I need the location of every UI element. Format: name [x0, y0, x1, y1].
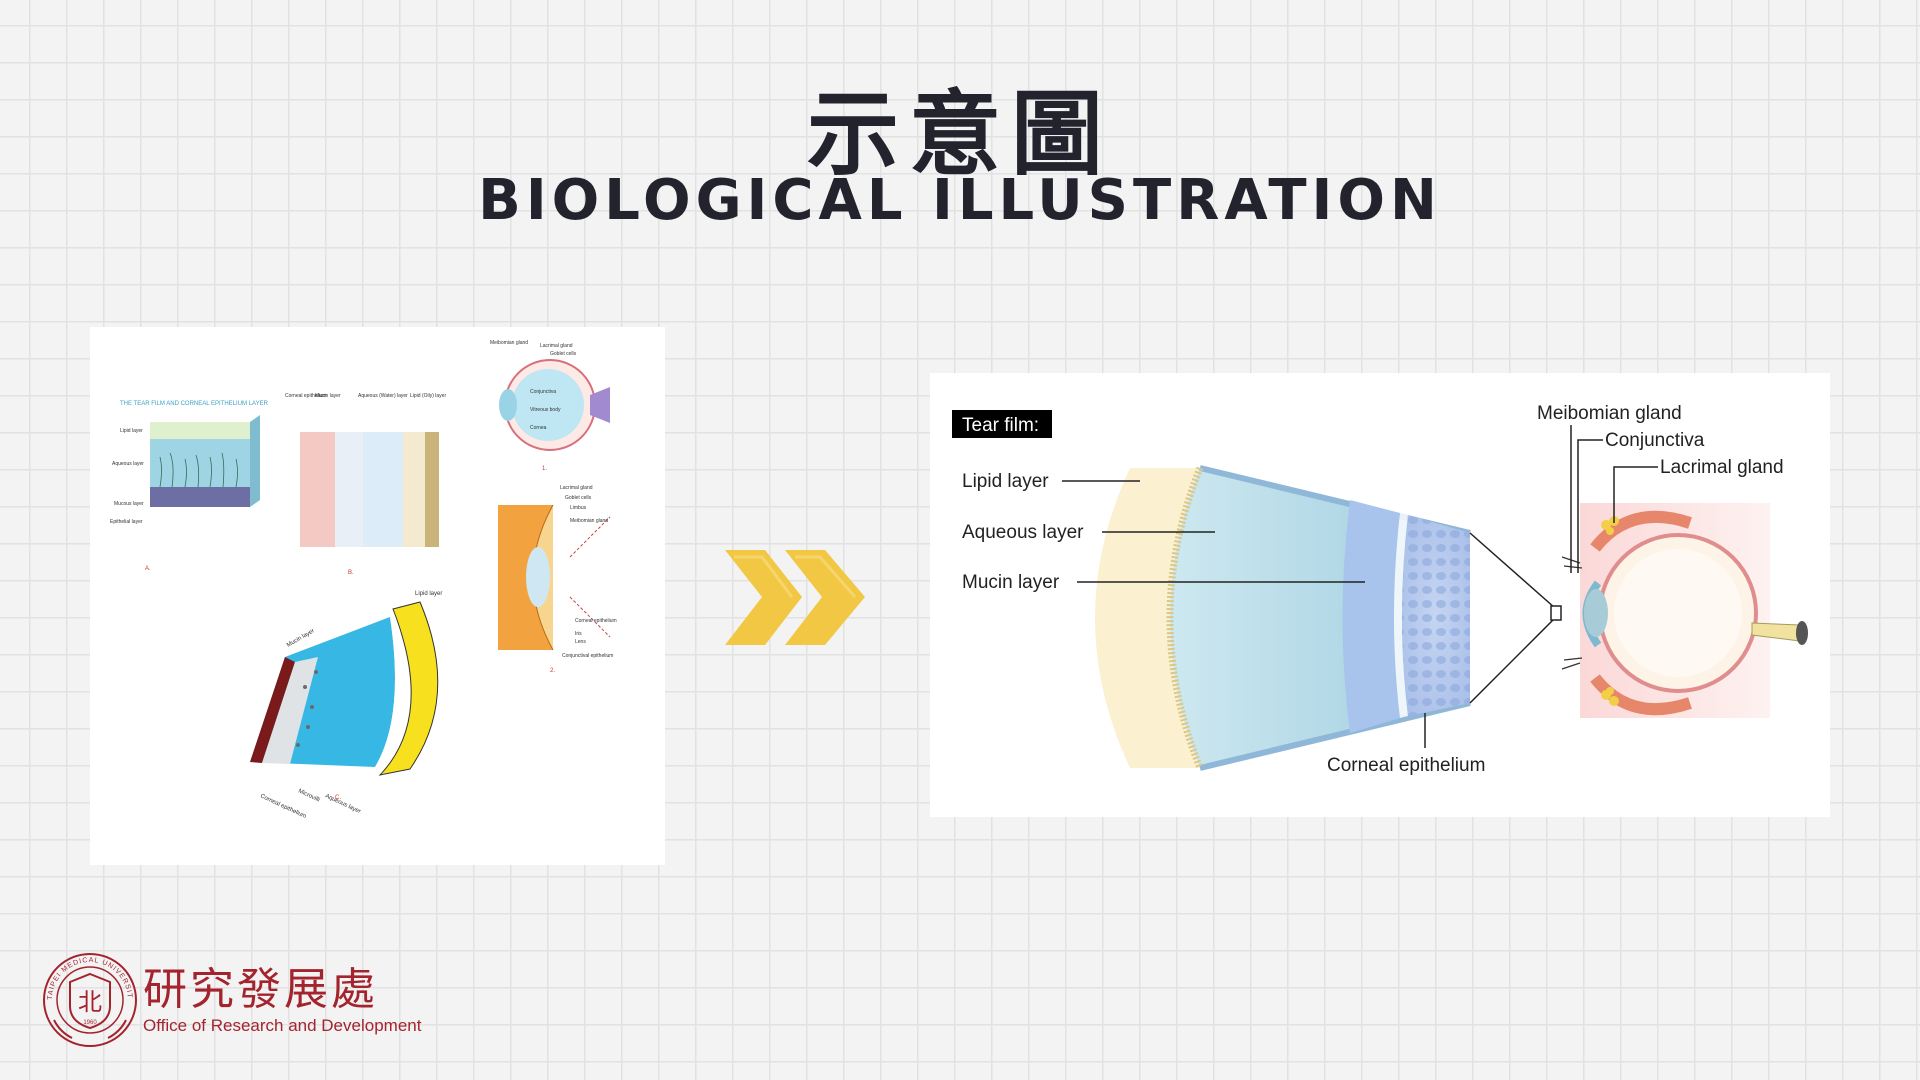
figure-1-label-6: Cornea: [530, 425, 547, 431]
figure-2-side-eye: Lacrimal gland Goblet cells Limbus Meibo…: [498, 485, 617, 674]
figure-b-label-3: Aqueous (Water) layer: [358, 393, 408, 399]
figure-c-wedge: Lipid layer Mucin layer Microvilli Aqueo…: [250, 591, 442, 820]
figure-a-label-3: Mucous layer: [114, 501, 144, 507]
logo-year: 1960: [83, 1020, 97, 1026]
tear-film-badge: [952, 410, 1052, 438]
university-seal-logo: 北 1960 TAIPEI MEDICAL UNIVERSITY: [40, 950, 137, 1047]
figure-b-layered-strip: Corneal epithelium Mucin layer Aqueous (…: [285, 393, 446, 576]
figure-a-label-1: Lipid layer: [120, 428, 143, 434]
page-title-english: BIOLOGICAL ILLUSTRATION: [478, 168, 1442, 233]
tear-film-diagram: Tear film: Lipid layer Aqueous layer Muc…: [952, 403, 1808, 776]
figure-c-label-1: Lipid layer: [415, 591, 442, 597]
page-title-chinese: 示意圖: [806, 81, 1113, 188]
svg-text:北: 北: [78, 989, 102, 1016]
label-conjunctiva: Conjunctiva: [1605, 430, 1705, 451]
figure-1-label-3: Goblet cells: [550, 351, 577, 357]
figure-1-eye-cross-section: Meibomian gland Lacrimal gland Goblet ce…: [490, 340, 610, 472]
figure-b-label-1: Corneal epithelium: [285, 393, 327, 399]
figure-1-label-4: Conjunctiva: [530, 389, 556, 395]
figure-1-label-1: Meibomian gland: [490, 340, 528, 346]
figure-c-label-4: Aqueous layer: [324, 793, 361, 815]
tear-film-badge-text: Tear film:: [962, 415, 1039, 436]
figure-a-tear-film-block: THE TEAR FILM AND CORNEAL EPITHELIUM LAY…: [110, 401, 269, 572]
figure-2-label-3: Limbus: [570, 505, 587, 511]
org-name-chinese: 研究發展處: [143, 964, 378, 1015]
figure-1-label-5: Vitreous body: [530, 407, 561, 413]
reference-sketches-panel: THE TEAR FILM AND CORNEAL EPITHELIUM LAY…: [90, 327, 665, 865]
figure-2-label-8: Conjunctival epithelium: [562, 653, 613, 659]
figure-1-label-2: Lacrimal gland: [540, 343, 573, 349]
reference-sketches-figure: THE TEAR FILM AND CORNEAL EPITHELIUM LAY…: [110, 340, 617, 820]
figure-2-label-7: Lens: [575, 639, 586, 645]
figure-c-label-3: Microvilli: [297, 788, 320, 803]
figure-2-caption: 2.: [550, 668, 555, 674]
double-chevron-arrow-icon: [725, 550, 865, 645]
figure-b-label-4: Lipid (Oily) layer: [410, 393, 446, 399]
figure-2-label-2: Goblet cells: [565, 495, 592, 501]
figure-b-caption: B.: [348, 570, 354, 576]
figure-2-label-5: Corneal epithelium: [575, 618, 617, 624]
label-lacrimal-gland: Lacrimal gland: [1660, 457, 1784, 478]
label-aqueous-layer: Aqueous layer: [962, 522, 1084, 543]
figure-2-label-4: Meibomian gland: [570, 518, 608, 524]
figure-a-label-2: Aqueous layer: [112, 461, 144, 467]
figure-1-caption: 1.: [542, 466, 547, 472]
final-illustration-panel: Tear film: Lipid layer Aqueous layer Muc…: [930, 373, 1830, 817]
org-name-english: Office of Research and Development: [143, 1016, 422, 1035]
label-lipid-layer: Lipid layer: [962, 471, 1049, 492]
figure-b-label-2: Mucin layer: [315, 393, 341, 399]
figure-a-label-4: Epithelial layer: [110, 519, 143, 525]
label-meibomian-gland: Meibomian gland: [1537, 403, 1682, 424]
figure-c-label-2: Mucin layer: [286, 628, 316, 649]
figure-2-label-1: Lacrimal gland: [560, 485, 593, 491]
figure-c-caption: C.: [335, 795, 341, 801]
figure-a-title: THE TEAR FILM AND CORNEAL EPITHELIUM LAY…: [120, 401, 269, 407]
label-corneal-epithelium: Corneal epithelium: [1327, 755, 1485, 776]
figure-c-label-5: Corneal epithelium: [259, 793, 307, 820]
figure-a-caption: A.: [145, 566, 151, 572]
label-mucin-layer: Mucin layer: [962, 572, 1060, 593]
figure-2-label-6: Iris: [575, 631, 582, 637]
